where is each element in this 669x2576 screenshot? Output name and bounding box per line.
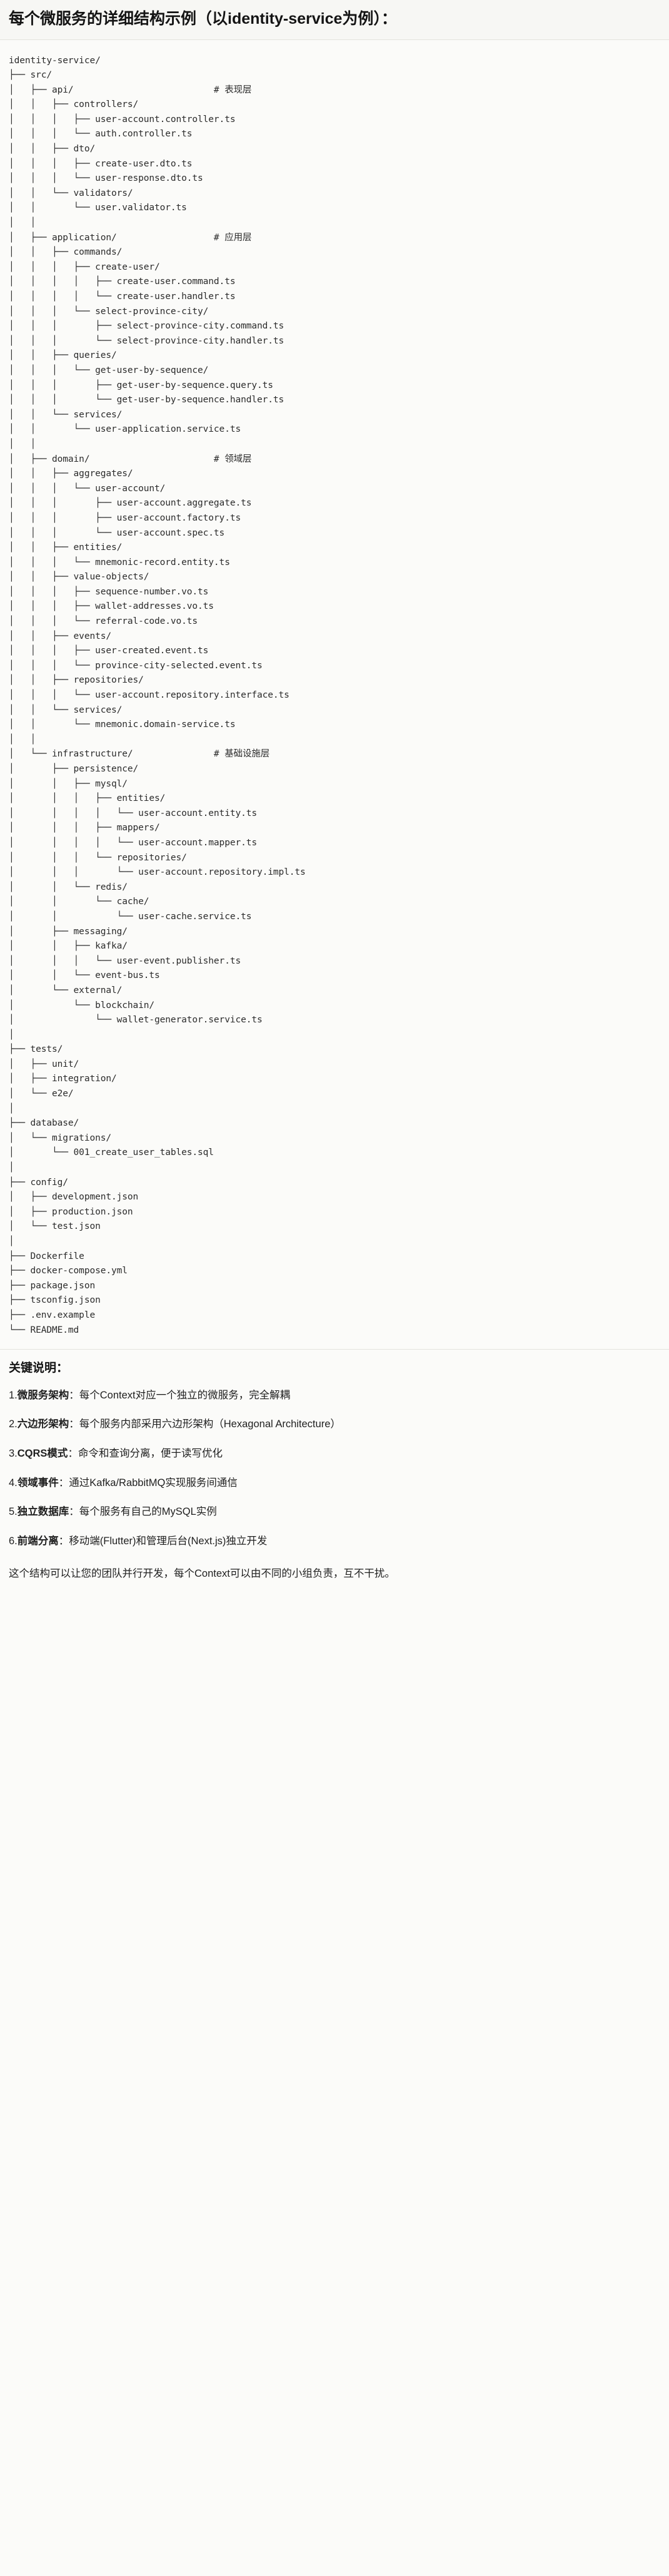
key-note-description: 每个服务内部采用六边形架构（Hexagonal Architecture） xyxy=(79,1418,341,1430)
key-note-description: 通过Kafka/RabbitMQ实现服务间通信 xyxy=(69,1477,238,1489)
directory-tree-block: identity-service/ ├── src/ │ ├── api/ # … xyxy=(0,39,669,1350)
key-note-description: 命令和查询分离，便于读写优化 xyxy=(78,1447,223,1459)
key-note-term: 独立数据库 xyxy=(17,1506,69,1518)
key-note-description: 每个Context对应一个独立的微服务，完全解耦 xyxy=(79,1389,291,1401)
header-block: 每个微服务的详细结构示例（以identity-service为例）： xyxy=(0,0,669,40)
key-note-term: 微服务架构 xyxy=(17,1389,69,1401)
key-note-item: 6.前端分离：移动端(Flutter)和管理后台(Next.js)独立开发 xyxy=(9,1534,660,1550)
key-note-description: 移动端(Flutter)和管理后台(Next.js)独立开发 xyxy=(69,1535,268,1547)
key-notes-heading: 关键说明： xyxy=(9,1362,69,1375)
key-note-item: 1.微服务架构：每个Context对应一个独立的微服务，完全解耦 xyxy=(9,1388,660,1404)
key-note-separator: ： xyxy=(68,1447,78,1459)
closing-paragraph: 这个结构可以让您的团队并行开发，每个Context可以由不同的小组负责，互不干扰… xyxy=(9,1568,395,1580)
key-note-item: 3.CQRS模式：命令和查询分离，便于读写优化 xyxy=(9,1446,660,1462)
key-note-item: 2.六边形架构：每个服务内部采用六边形架构（Hexagonal Architec… xyxy=(9,1417,660,1433)
key-note-term: 领域事件 xyxy=(17,1477,59,1489)
key-note-term: 六边形架构 xyxy=(17,1418,69,1430)
key-note-description: 每个服务有自己的MySQL实例 xyxy=(79,1506,217,1518)
key-note-number: 5. xyxy=(9,1506,18,1518)
key-note-separator: ： xyxy=(58,1535,69,1547)
directory-tree: identity-service/ ├── src/ │ ├── api/ # … xyxy=(9,55,306,1335)
key-note-number: 3. xyxy=(9,1447,18,1459)
key-note-term: CQRS模式 xyxy=(17,1447,68,1459)
key-note-term: 前端分离 xyxy=(17,1535,59,1547)
key-note-separator: ： xyxy=(69,1506,79,1518)
key-note-number: 6. xyxy=(9,1535,18,1547)
key-note-item: 5.独立数据库：每个服务有自己的MySQL实例 xyxy=(9,1504,660,1520)
page-title: 每个微服务的详细结构示例（以identity-service为例）： xyxy=(9,10,397,28)
key-note-number: 2. xyxy=(9,1418,18,1430)
key-note-number: 1. xyxy=(9,1389,18,1401)
key-note-separator: ： xyxy=(69,1389,79,1401)
key-note-item: 4.领域事件：通过Kafka/RabbitMQ实现服务间通信 xyxy=(9,1475,660,1492)
key-note-number: 4. xyxy=(9,1477,18,1489)
key-note-separator: ： xyxy=(58,1477,69,1489)
key-note-separator: ： xyxy=(69,1418,79,1430)
document-page: 每个微服务的详细结构示例（以identity-service为例）： ident… xyxy=(0,0,669,1595)
